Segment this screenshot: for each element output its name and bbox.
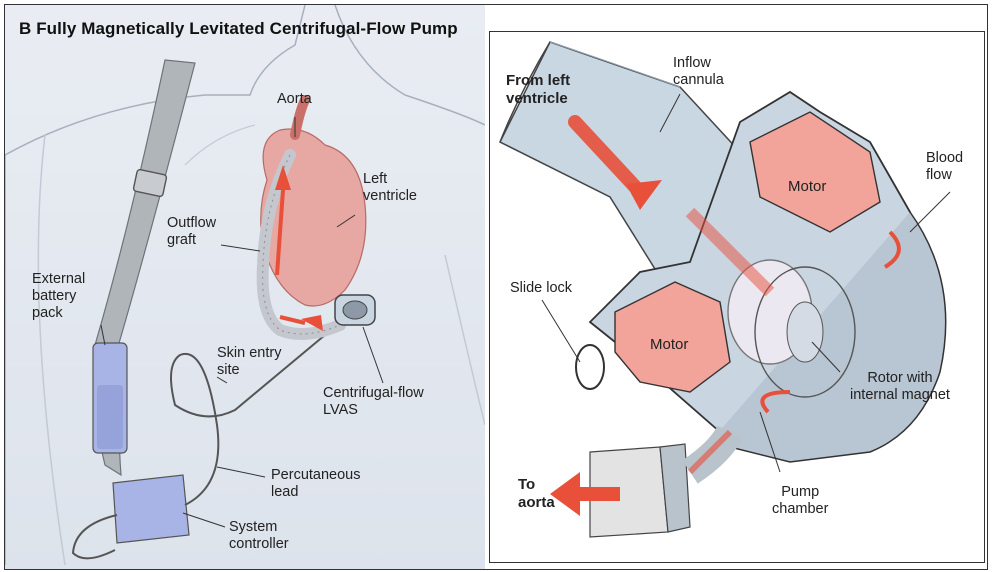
figure-title: B Fully Magnetically Levitated Centrifug… (19, 19, 458, 39)
pump-cross-section (490, 32, 984, 562)
label-inflow-cannula: Inflow cannula (673, 55, 724, 89)
system-controller-shape (113, 475, 189, 543)
label-blood-flow: Blood flow (926, 150, 963, 184)
label-motor-top: Motor (788, 178, 826, 195)
label-from-left-ventricle: From left ventricle (506, 72, 570, 108)
label-centrifugal-flow-lvas: Centrifugal-flow LVAS (323, 385, 424, 419)
figure-frame: B Fully Magnetically Levitated Centrifug… (4, 4, 988, 570)
label-to-aorta: To aorta (518, 476, 555, 512)
label-skin-entry-site: Skin entry site (217, 345, 281, 379)
pump-cross-section-inset: From left ventricle Inflow cannula Blood… (489, 31, 985, 563)
label-external-battery-pack: External battery pack (32, 271, 85, 322)
label-left-ventricle: Left ventricle (363, 171, 417, 205)
label-outflow-graft: Outflow graft (167, 215, 216, 249)
label-motor-bottom: Motor (650, 336, 688, 353)
label-pump-chamber: Pump chamber (772, 484, 828, 518)
label-system-controller: System controller (229, 519, 289, 553)
lvas-device-shape (335, 295, 375, 325)
label-slide-lock: Slide lock (510, 280, 572, 297)
heart-shape (261, 129, 366, 306)
label-percutaneous-lead: Percutaneous lead (271, 467, 360, 501)
label-rotor: Rotor with internal magnet (850, 370, 950, 404)
label-aorta: Aorta (277, 91, 312, 108)
